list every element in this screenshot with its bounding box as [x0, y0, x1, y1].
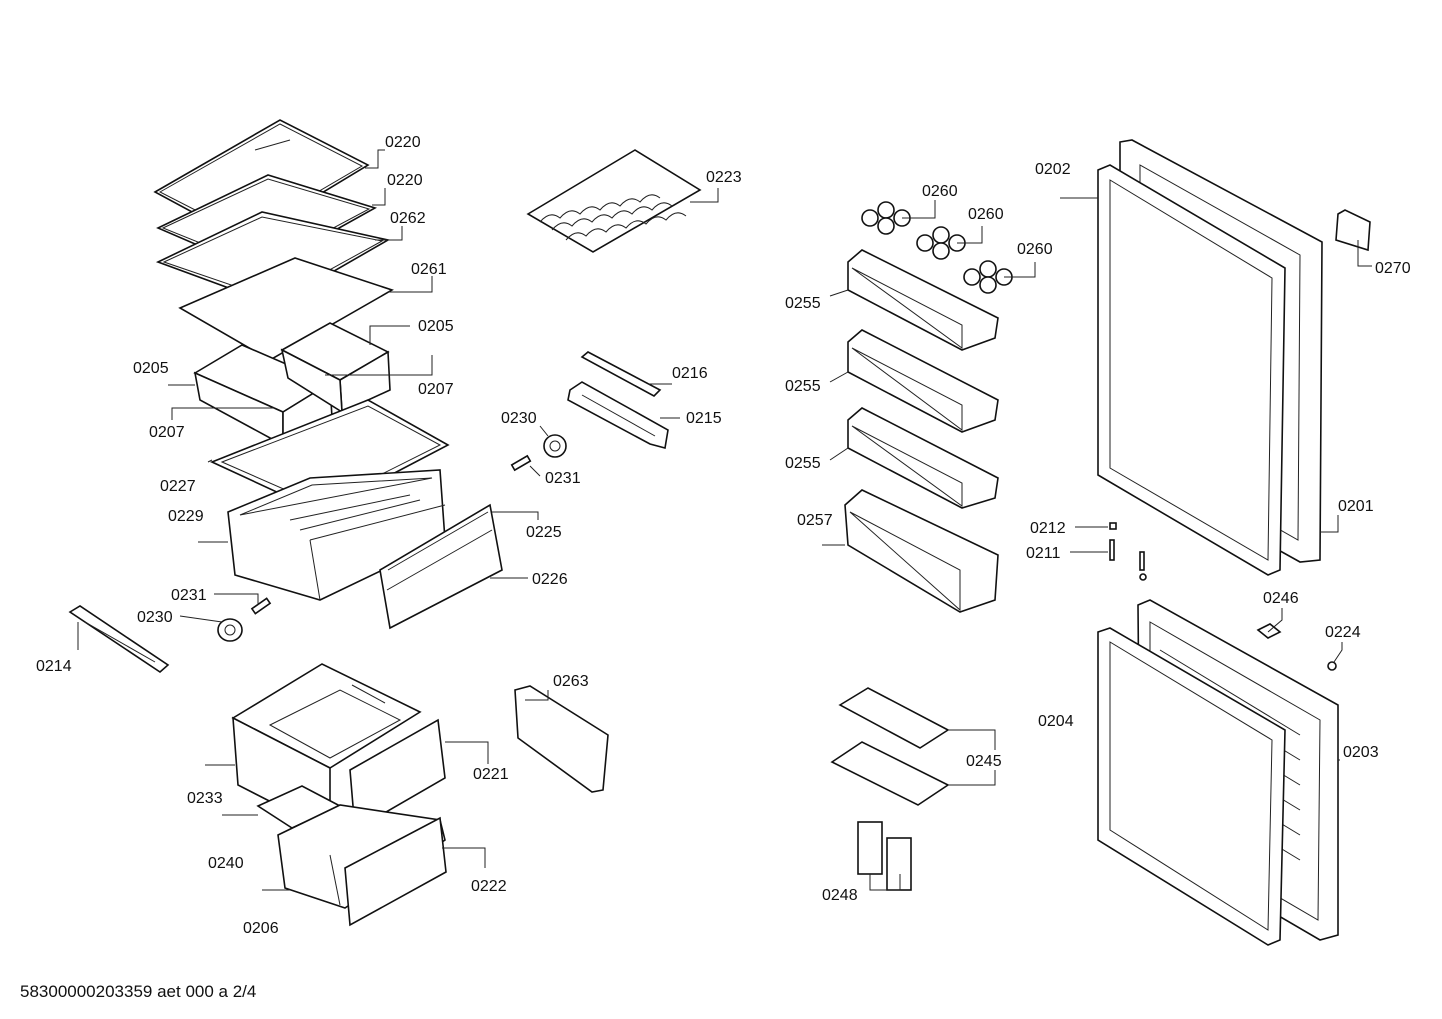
door-bin-large: [844, 489, 999, 613]
label-0260-a: 0260: [922, 183, 958, 200]
roller-left: [217, 597, 272, 642]
label-0230-middle: 0230: [501, 410, 537, 427]
label-0202: 0202: [1035, 161, 1071, 178]
label-0203: 0203: [1343, 744, 1379, 761]
label-0204: 0204: [1038, 713, 1074, 730]
label-0262: 0262: [390, 210, 426, 227]
freezer-drawer-lower: [277, 804, 446, 909]
fridge-door-gasket: [1097, 164, 1286, 576]
label-0263: 0263: [553, 673, 589, 690]
egg-tray-a: [861, 201, 911, 235]
roller-middle: [510, 434, 567, 472]
ice-tray-lower: [830, 741, 950, 806]
label-0233: 0233: [187, 790, 223, 807]
freezer-drawer-lower-front: [344, 816, 447, 927]
label-0221: 0221: [473, 766, 509, 783]
label-0246: 0246: [1263, 590, 1299, 607]
label-0214: 0214: [36, 658, 72, 675]
label-0257: 0257: [797, 512, 833, 529]
label-0240: 0240: [208, 855, 244, 872]
label-0223: 0223: [706, 169, 742, 186]
label-0205-left: 0205: [133, 360, 169, 377]
label-0230-left: 0230: [137, 609, 173, 626]
drawer-front-panel: [379, 503, 503, 630]
label-0206: 0206: [243, 920, 279, 937]
label-0207-right: 0207: [418, 381, 454, 398]
screw-part: [1327, 661, 1337, 671]
rail-bar: [68, 605, 170, 674]
label-0220-top: 0220: [385, 134, 421, 151]
label-0216: 0216: [672, 365, 708, 382]
egg-tray-b: [916, 226, 966, 260]
label-0222: 0222: [471, 878, 507, 895]
display-module: [1335, 209, 1371, 252]
label-0260-b: 0260: [968, 206, 1004, 223]
label-0225: 0225: [526, 524, 562, 541]
document-code: 58300000203359 aet 000 a 2/4: [20, 982, 257, 1001]
cold-pack-left: [857, 821, 883, 875]
label-0220-second: 0220: [387, 172, 423, 189]
label-0229: 0229: [168, 508, 204, 525]
label-0255-b: 0255: [785, 378, 821, 395]
label-0260-c: 0260: [1017, 241, 1053, 258]
label-0227: 0227: [160, 478, 196, 495]
insulation-panel: [514, 685, 609, 793]
wine-rack: [526, 149, 702, 253]
leader-lines: [77, 149, 1372, 891]
freezer-door-gasket: [1097, 627, 1286, 946]
cold-pack-right: [886, 837, 912, 891]
hinge-pin-parts: [1109, 522, 1147, 581]
label-0255-c: 0255: [785, 455, 821, 472]
label-0270: 0270: [1375, 260, 1411, 277]
label-0231-left: 0231: [171, 587, 207, 604]
label-0245: 0245: [966, 753, 1002, 770]
label-0205-right: 0205: [418, 318, 454, 335]
label-0201: 0201: [1338, 498, 1374, 515]
rail-holder: [567, 381, 669, 449]
label-0226: 0226: [532, 571, 568, 588]
label-0215: 0215: [686, 410, 722, 427]
label-0261: 0261: [411, 261, 447, 278]
label-0207-left: 0207: [149, 424, 185, 441]
label-0255-a: 0255: [785, 295, 821, 312]
label-0224: 0224: [1325, 624, 1361, 641]
label-0212: 0212: [1030, 520, 1066, 537]
label-0211: 0211: [1026, 545, 1061, 562]
label-0248: 0248: [822, 887, 858, 904]
rail-strip: [580, 351, 662, 397]
part-labels: 0220 0220 0262 0261 0205 0205 0207 0207 …: [36, 134, 1411, 937]
ice-tray-upper: [838, 687, 950, 749]
label-0231-middle: 0231: [545, 470, 581, 487]
cover-plate: [178, 257, 394, 361]
small-drawer-right: [280, 322, 391, 414]
